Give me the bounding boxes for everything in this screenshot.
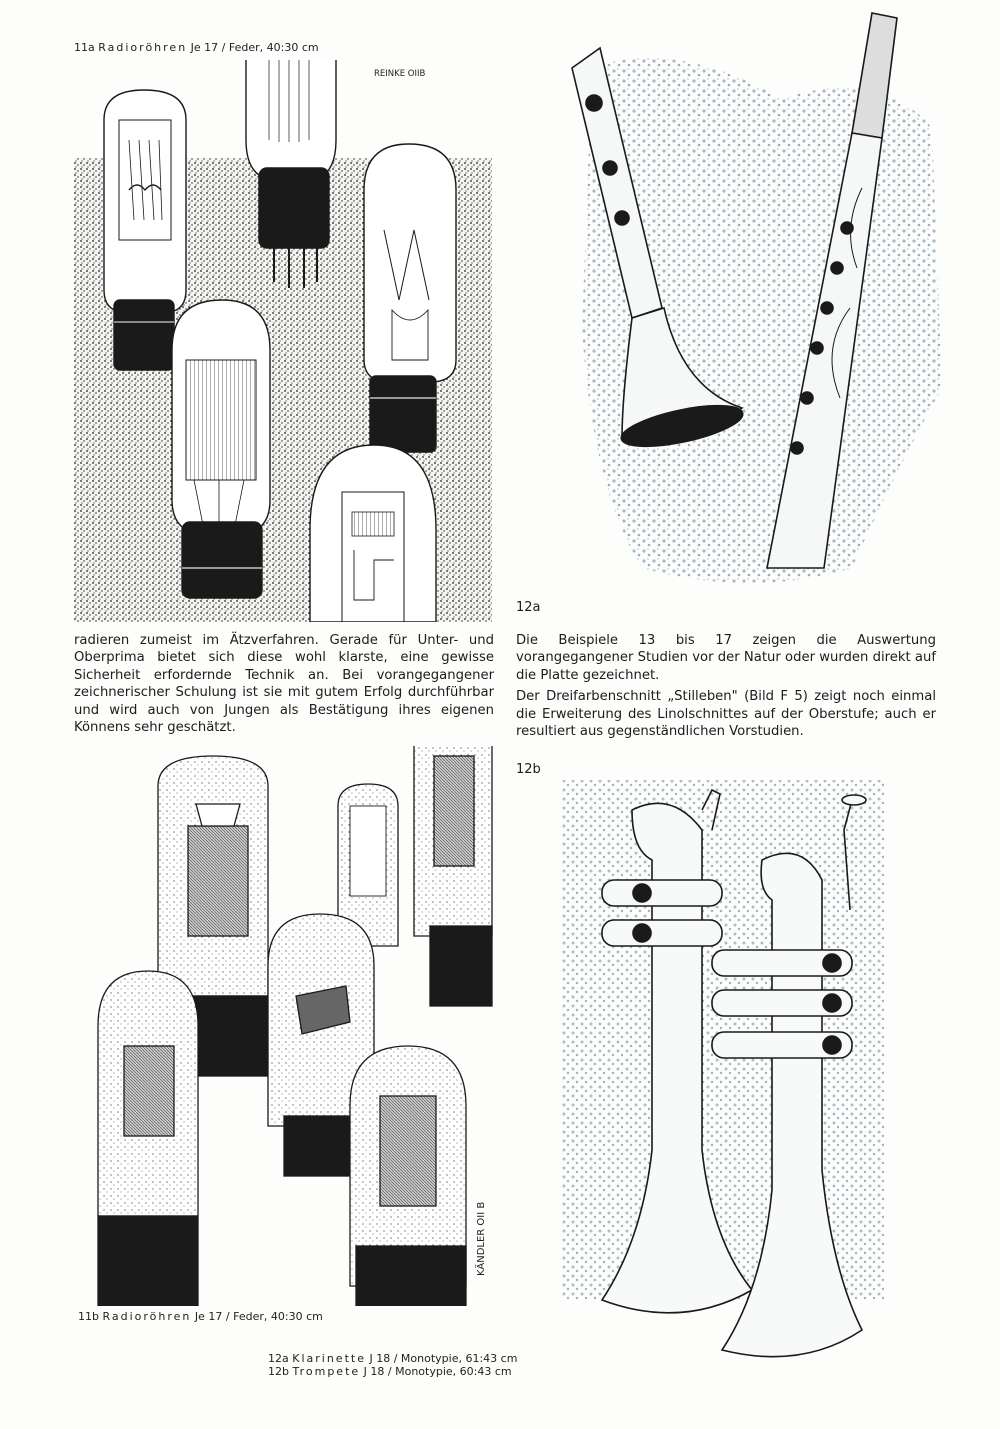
- tube-left: [103, 89, 187, 371]
- signature-11a: REINKE OIIB: [374, 69, 425, 79]
- label-12a: 12a: [516, 600, 541, 615]
- trumpet-right: [711, 794, 867, 1358]
- tube-11b-b: [337, 783, 399, 947]
- plate-11a-radio-tubes: REINKE OIIB: [74, 60, 492, 623]
- caption-11b-details: Je 17 / Feder, 40:30 cm: [194, 1310, 323, 1323]
- radio-tubes-drawing-11b: KÄNDLER OII B: [97, 746, 493, 1307]
- caption-11a-number: 11a: [74, 41, 95, 54]
- plate-12a-clarinet: [552, 8, 947, 593]
- clarinet-right: [766, 12, 898, 569]
- caption-11a: 11a Radioröhren Je 17 / Feder, 40:30 cm: [74, 41, 319, 54]
- clarinet-drawing: [571, 12, 942, 583]
- caption-12b-details: J 18 / Monotypie, 60:43 cm: [363, 1365, 512, 1378]
- tube-right: [363, 143, 457, 453]
- plate-12b-trumpets: [562, 770, 884, 1370]
- caption-11a-details: Je 17 / Feder, 40:30 cm: [190, 41, 319, 54]
- trumpets-drawing: [562, 780, 884, 1358]
- caption-11a-title: Radioröhren: [98, 41, 188, 54]
- caption-12b-title: Trompete: [292, 1365, 361, 1378]
- tube-11b-c: [413, 746, 493, 1007]
- clarinet-left: [571, 46, 744, 448]
- label-12b: 12b: [516, 762, 541, 777]
- tube-11b-a: [157, 755, 269, 1077]
- tube-11b-d: [97, 970, 199, 1307]
- right-text-paragraph-1: Die Beispiele 13 bis 17 zeigen die Auswe…: [516, 633, 936, 683]
- caption-12a-details: J 18 / Monotypie, 61:43 cm: [369, 1352, 518, 1365]
- caption-11b-number: 11b: [78, 1310, 99, 1323]
- caption-12a-title: Klarinette: [292, 1352, 366, 1365]
- left-text-paragraph: radieren zumeist im Ätzverfahren. Gerade…: [74, 633, 494, 736]
- caption-12a-number: 12a: [268, 1352, 289, 1365]
- tube-11b-f: [349, 1045, 467, 1307]
- left-text-column: radieren zumeist im Ätzverfahren. Gerade…: [74, 632, 494, 740]
- right-text-paragraph-2: Der Dreifarbenschnitt „Stilleben" (Bild …: [516, 689, 936, 740]
- caption-11b: 11b Radioröhren Je 17 / Feder, 40:30 cm: [78, 1310, 323, 1323]
- tube-center: [171, 299, 271, 599]
- radio-tubes-drawing-11a: REINKE OIIB: [74, 60, 492, 623]
- caption-11b-title: Radioröhren: [102, 1310, 192, 1323]
- caption-12a: 12a Klarinette J 18 / Monotypie, 61:43 c…: [268, 1352, 517, 1365]
- trumpet-left: [600, 788, 754, 1314]
- tube-top-center: [245, 60, 337, 288]
- signature-11b: KÄNDLER OII B: [474, 1202, 487, 1276]
- caption-12b-number: 12b: [268, 1365, 289, 1378]
- right-text-column: Die Beispiele 13 bis 17 zeigen die Auswe…: [516, 632, 936, 744]
- tube-bottom-right: [309, 444, 437, 623]
- plate-11b-radio-tubes: KÄNDLER OII B: [88, 746, 494, 1307]
- caption-12b: 12b Trompete J 18 / Monotypie, 60:43 cm: [268, 1365, 512, 1378]
